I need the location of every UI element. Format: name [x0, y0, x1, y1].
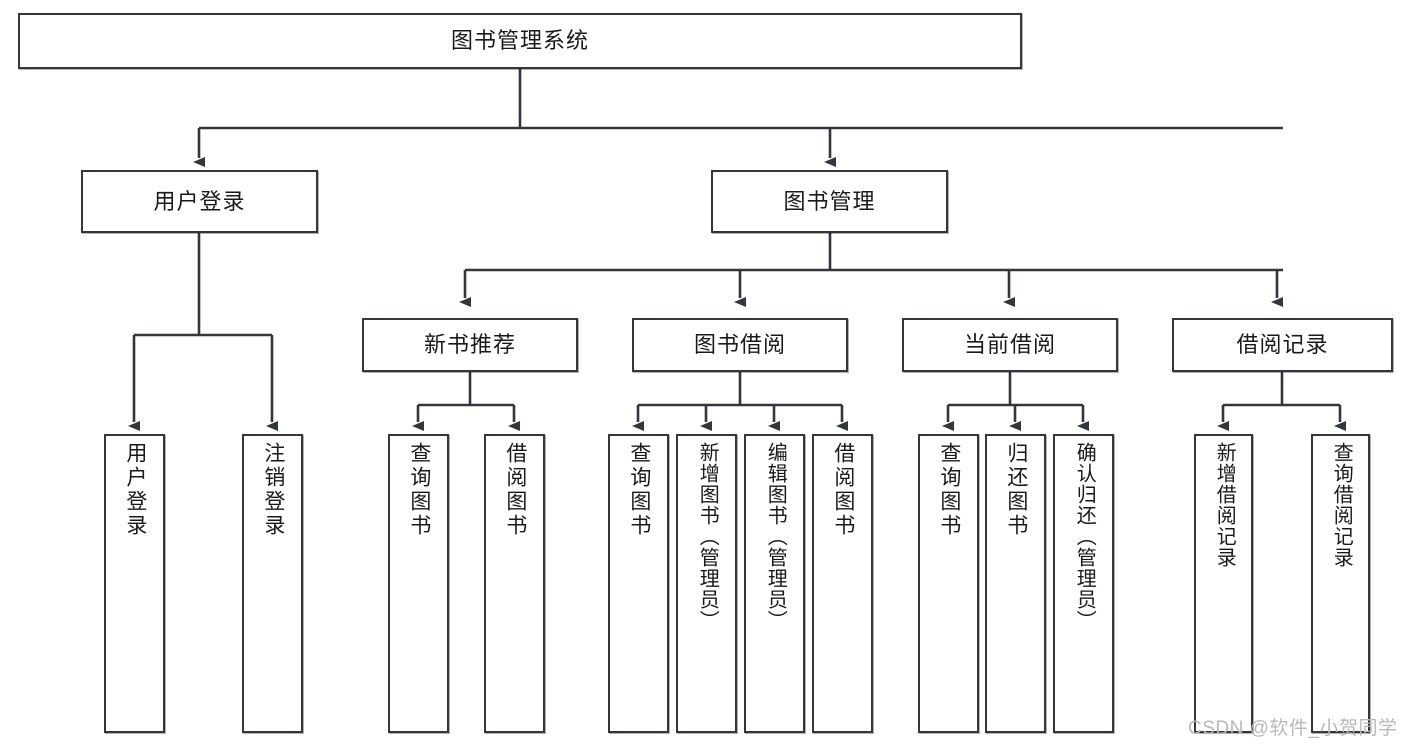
- node-book-borrow[interactable]: 图书借阅: [632, 318, 848, 372]
- leaf-confirm-return-admin-label: 确认归还（管理员）: [1073, 442, 1096, 631]
- leaf-add-borrow-record-label: 新增借阅记录: [1213, 442, 1236, 568]
- node-new-book-recommend-label: 新书推荐: [423, 332, 516, 358]
- csdn-watermark: CSDN @软件_小贺同学: [1188, 718, 1398, 739]
- leaf-add-book-admin-label: 新增图书（管理员）: [696, 442, 719, 631]
- leaf-query-book-borrow-label: 查询图书: [627, 442, 651, 538]
- node-root-label: 图书管理系统: [450, 28, 589, 54]
- node-borrow-record[interactable]: 借阅记录: [1172, 318, 1393, 372]
- leaf-user-login-label: 用户登录: [123, 442, 147, 538]
- node-book-management-label: 图书管理: [783, 188, 876, 214]
- leaf-borrow-book-recommend[interactable]: 借阅图书: [484, 434, 545, 733]
- node-borrow-record-label: 借阅记录: [1236, 332, 1329, 358]
- node-book-management[interactable]: 图书管理: [711, 170, 948, 233]
- node-current-borrow[interactable]: 当前借阅: [902, 318, 1118, 372]
- leaf-query-book-current[interactable]: 查询图书: [918, 434, 979, 733]
- leaf-borrow-book-label: 借阅图书: [831, 442, 855, 538]
- leaf-query-borrow-record-label: 查询借阅记录: [1330, 442, 1353, 568]
- leaf-edit-book-admin-label: 编辑图书（管理员）: [764, 442, 787, 631]
- node-user-login-label: 用户登录: [153, 188, 246, 214]
- leaf-query-borrow-record[interactable]: 查询借阅记录: [1311, 434, 1370, 733]
- leaf-logout-label: 注销登录: [261, 442, 285, 538]
- leaf-add-book-admin[interactable]: 新增图书（管理员）: [676, 434, 737, 733]
- leaf-return-book[interactable]: 归还图书: [985, 434, 1046, 733]
- node-book-borrow-label: 图书借阅: [693, 332, 786, 358]
- leaf-edit-book-admin[interactable]: 编辑图书（管理员）: [744, 434, 805, 733]
- leaf-query-book-recommend-label: 查询图书: [407, 442, 431, 538]
- node-root[interactable]: 图书管理系统: [18, 13, 1022, 69]
- leaf-query-book-recommend[interactable]: 查询图书: [388, 434, 449, 733]
- leaf-add-borrow-record[interactable]: 新增借阅记录: [1194, 434, 1253, 733]
- leaf-query-book-borrow[interactable]: 查询图书: [608, 434, 669, 733]
- leaf-logout[interactable]: 注销登录: [242, 434, 303, 733]
- leaf-query-book-current-label: 查询图书: [937, 442, 961, 538]
- leaf-confirm-return-admin[interactable]: 确认归还（管理员）: [1053, 434, 1114, 733]
- leaf-user-login[interactable]: 用户登录: [104, 434, 165, 733]
- node-new-book-recommend[interactable]: 新书推荐: [362, 318, 578, 372]
- leaf-borrow-book[interactable]: 借阅图书: [812, 434, 873, 733]
- leaf-borrow-book-recommend-label: 借阅图书: [503, 442, 527, 538]
- leaf-return-book-label: 归还图书: [1004, 442, 1028, 538]
- node-current-borrow-label: 当前借阅: [963, 332, 1056, 358]
- node-user-login[interactable]: 用户登录: [81, 170, 318, 233]
